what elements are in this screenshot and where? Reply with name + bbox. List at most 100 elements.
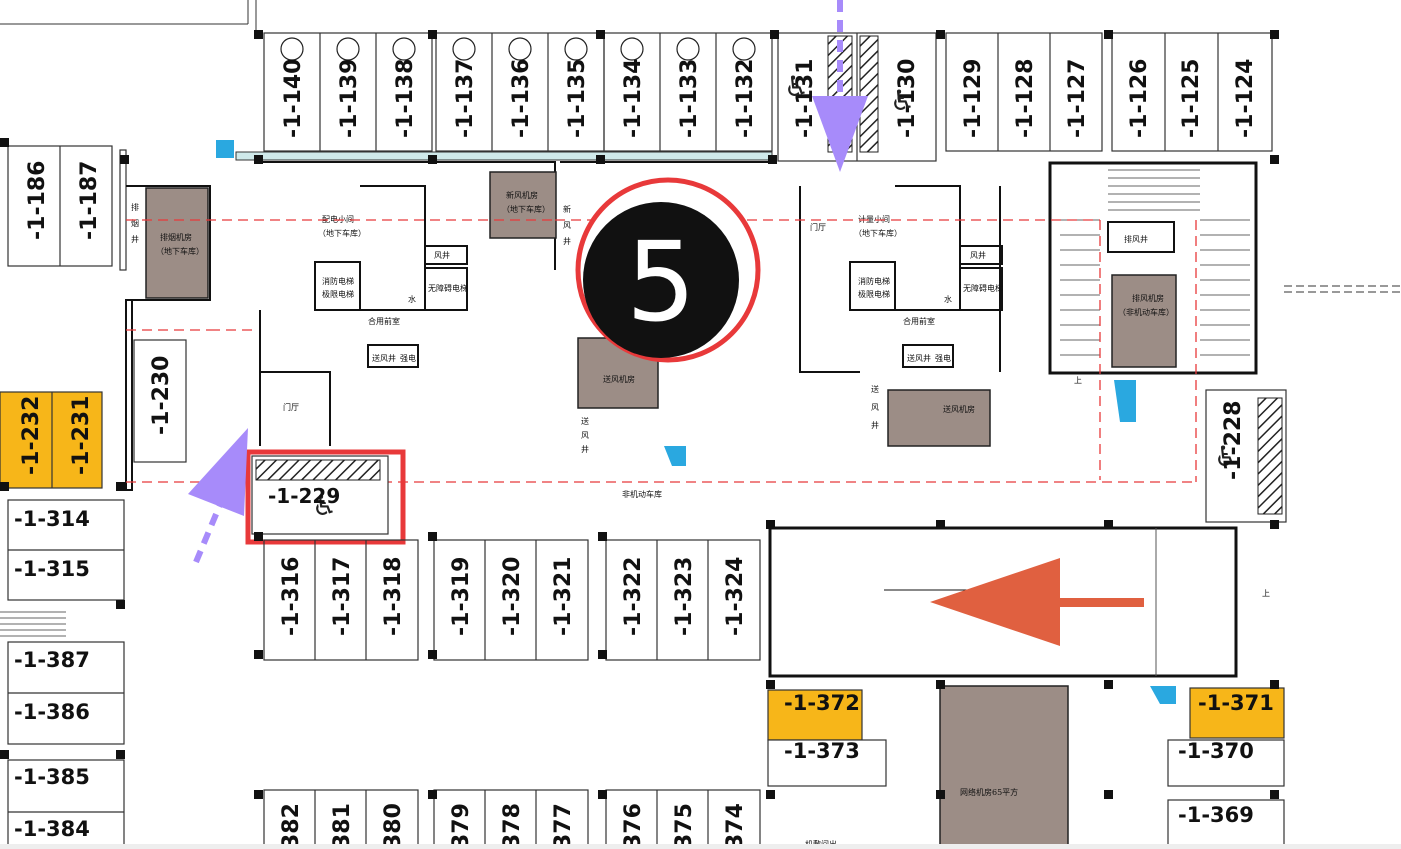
space-label: -1-387 (14, 648, 90, 672)
stairwell (1048, 161, 1258, 375)
room-label: 风井 (434, 250, 450, 260)
cable-tray (235, 151, 773, 161)
room-label: 井 (131, 234, 139, 244)
space-label: -1-137 (453, 59, 478, 139)
space-label: -1-129 (961, 59, 986, 139)
room-label: （地下车库） (156, 246, 204, 256)
room-label: 送 (581, 416, 589, 426)
location-marker: 5 (575, 177, 761, 363)
left-upper-spaces (7, 145, 127, 271)
space-373 (767, 739, 887, 787)
space-label: -1-320 (500, 557, 525, 637)
space-label: -1-135 (565, 59, 590, 139)
room-label: 排烟机房 (160, 232, 192, 242)
room-label: 极限电梯 (858, 289, 890, 299)
room-label: 水 (944, 294, 952, 304)
room-label: 风井 (970, 250, 986, 260)
room-label: 无障碍电梯 (963, 283, 1003, 293)
top-left-corner-lines (0, 0, 257, 30)
space-label: -1-124 (1233, 59, 1258, 139)
reserved-space-372 (767, 689, 863, 741)
space-label: -1-128 (1013, 59, 1038, 139)
space-label: -1-321 (551, 557, 576, 637)
top-row-labels: -1-140 -1-139 -1-138 -1-137 -1-136 -1-13… (281, 59, 1258, 139)
space-label: -1-371 (1198, 691, 1274, 715)
bottom-parking-row (263, 789, 761, 849)
space-label: -1-372 (784, 691, 860, 715)
room-label: 新风机房 (506, 190, 538, 200)
room-label: 非机动车库 (622, 489, 662, 499)
bottom-edge (0, 844, 1401, 849)
space-label: -1-140 (281, 59, 306, 139)
room-label: 送风机房 (943, 404, 975, 414)
space-label: -1-369 (1178, 803, 1254, 827)
room-label: 门厅 (283, 402, 299, 412)
right-edge-lines (1284, 285, 1401, 293)
space-label: 381 (330, 803, 355, 849)
bottom-row-labels: 382 381 380 379 378 377 376 375 374 (279, 803, 748, 849)
left-column-spaces (7, 499, 125, 849)
top-parking-row (263, 32, 1273, 162)
reserved-space-371 (1189, 687, 1285, 739)
space-label: -1-386 (14, 700, 90, 724)
space-label: -1-324 (723, 557, 748, 637)
space-label: -1-384 (14, 817, 90, 841)
space-369 (1167, 799, 1285, 849)
room-label: 强电 (935, 353, 951, 363)
space-label: -1-139 (337, 59, 362, 139)
space-label: -1-318 (381, 557, 406, 637)
room-label: 门厅 (810, 222, 826, 232)
space-label: -1-130 (895, 59, 920, 139)
room-label: 烟 (131, 219, 139, 228)
room-label: 排 (131, 202, 139, 212)
cyan-markers (664, 380, 1176, 704)
wheelchair-icon: ♿ (784, 70, 809, 103)
entry-arrow-top (812, 0, 868, 172)
space-label: -1-228 (1221, 401, 1246, 481)
room-label: 风 (563, 221, 571, 230)
room-label: 极限电梯 (322, 289, 354, 299)
space-label: -1-319 (449, 557, 474, 637)
space-228: ♿ (1205, 389, 1287, 523)
room-label: 配电小间 (322, 214, 354, 224)
room-label: （地下车库） (318, 228, 366, 238)
space-label: 375 (672, 803, 697, 849)
room-label: 送风井 (907, 353, 931, 363)
wheelchair-icon: ♿ (312, 489, 337, 522)
space-label: -1-138 (393, 59, 418, 139)
equipment-rooms (145, 171, 1177, 849)
bottom-right-labels: -1-372 -1-373 -1-371 -1-370 -1-369 (784, 691, 1274, 827)
room-label: 井 (871, 420, 879, 430)
highlight-box (245, 449, 406, 545)
middle-parking-row (263, 539, 761, 661)
ev-charger-icons (280, 37, 756, 61)
space-230 (133, 339, 187, 463)
space-label: -1-232 (19, 396, 44, 476)
space-label: -1-127 (1065, 59, 1090, 139)
room-label: 井 (581, 444, 589, 454)
space-label: -1-229 (268, 484, 340, 508)
space-370 (1167, 739, 1285, 787)
space-label: 377 (551, 803, 576, 849)
space-label: -1-133 (677, 59, 702, 139)
room-label: （非机动车库） (1118, 307, 1174, 317)
room-label: 风 (871, 403, 879, 412)
marker-cyan-top (216, 140, 234, 158)
wheelchair-icon: ♿ (1214, 440, 1239, 473)
entry-arrow-left (188, 428, 248, 564)
room-label: 送风机房 (603, 374, 635, 384)
room-label: 强电 (400, 353, 416, 363)
space-label: 382 (279, 803, 304, 849)
space-label: -1-322 (621, 557, 646, 637)
space-label: -1-230 (149, 356, 174, 436)
space-label: -1-136 (509, 59, 534, 139)
exhaust-shaft (1107, 221, 1175, 253)
room-labels: 排烟机房 （地下车库） 排 烟 井 新风机房 （地下车库） 新 风 井 配电小间… (131, 190, 1270, 849)
space-label: -1-315 (14, 557, 90, 581)
space-label: -1-134 (621, 59, 646, 139)
space-label: -1-314 (14, 507, 90, 531)
space-label: -1-231 (69, 396, 94, 476)
room-label: （地下车库） (502, 204, 550, 214)
left-column-labels: -1-314 -1-315 -1-387 -1-386 -1-385 -1-38… (14, 507, 90, 841)
